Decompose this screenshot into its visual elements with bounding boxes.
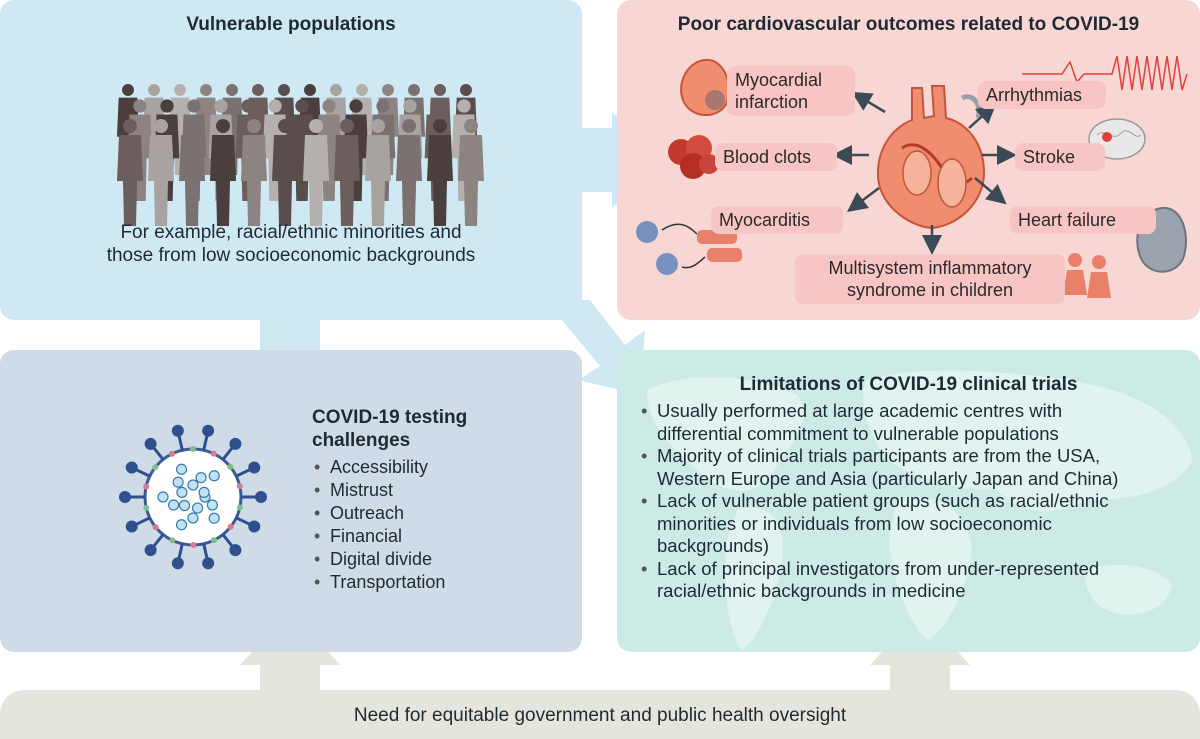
ecg-waveform-icon: [1022, 55, 1188, 91]
limitation-line: Majority of clinical trials participants…: [657, 445, 1101, 466]
arrow-to-heart-failure: [974, 177, 1007, 205]
vulnerable-populations-panel: Vulnerable populations For example, raci…: [0, 0, 582, 320]
outcome-arrows: [832, 91, 1017, 255]
arrow-to-myocarditis: [847, 187, 880, 212]
label-myocarditis: Myocarditis: [711, 206, 843, 234]
mi-line-2: infarction: [735, 92, 809, 112]
arrow-to-arrhythmias: [968, 103, 997, 129]
mis-line-2: syndrome in children: [846, 280, 1014, 300]
challenge-item: Outreach: [312, 502, 445, 525]
mi-line-1: Myocardial: [735, 70, 823, 90]
people-crowd-icon: [116, 84, 484, 226]
description-line-1: For example, racial/ethnic minorities an…: [120, 222, 462, 243]
clinical-trials-panel: Limitations of COVID-19 clinical trials …: [617, 350, 1200, 652]
oversight-text: Need for equitable government and public…: [353, 705, 847, 726]
limitation-line: backgrounds): [657, 535, 770, 556]
blood-clot-icon: [668, 135, 719, 179]
label-blood-clots: Blood clots: [715, 143, 837, 171]
limitation-item: Lack of principal investigators from und…: [639, 558, 1189, 603]
coronavirus-icon: [119, 424, 267, 570]
testing-title-line-1: COVID-19 testing: [312, 407, 468, 428]
testing-challenges-title: COVID-19 testing challenges: [312, 406, 467, 452]
limitation-line: Western Europe and Asia (particularly Ja…: [657, 467, 1119, 489]
vulnerable-populations-description: For example, racial/ethnic minorities an…: [0, 221, 582, 267]
oversight-bar: Need for equitable government and public…: [0, 690, 1200, 739]
label-stroke: Stroke: [1015, 143, 1105, 171]
clinical-trials-list: Usually performed at large academic cent…: [639, 400, 1189, 603]
challenge-item: Transportation: [312, 571, 445, 594]
limitation-line: differential commitment to vulnerable po…: [657, 422, 1059, 444]
mis-line-1: Multisystem inflammatory: [828, 258, 1032, 278]
children-icon: [1063, 253, 1111, 298]
description-line-2: those from low socioeconomic backgrounds: [106, 245, 476, 266]
clinical-trials-title: Limitations of COVID-19 clinical trials: [739, 374, 1078, 395]
heart-anatomy-icon: [876, 85, 986, 230]
vulnerable-populations-title: Vulnerable populations: [186, 14, 396, 35]
limitation-line: Usually performed at large academic cent…: [657, 400, 1063, 421]
challenge-item: Accessibility: [312, 456, 445, 479]
label-multisystem-inflammatory-syndrome: Multisystem inflammatory syndrome in chi…: [795, 254, 1065, 304]
limitation-line: Lack of principal investigators from und…: [657, 557, 1100, 579]
mi-heart-icon: [680, 58, 730, 116]
arrow-to-mi: [851, 91, 886, 114]
testing-challenges-panel: COVID-19 testing challenges Accessibilit…: [0, 350, 582, 652]
limitation-line: Lack of vulnerable patient groups (such …: [657, 490, 1109, 511]
limitation-item: Lack of vulnerable patient groups (such …: [639, 490, 1189, 558]
challenge-item: Financial: [312, 525, 445, 548]
cardiovascular-outcomes-panel: Poor cardiovascular outcomes related to …: [617, 0, 1200, 320]
arrow-oversight-to-testing: [240, 610, 340, 700]
challenge-item: Mistrust: [312, 479, 445, 502]
arrow-oversight-to-trials: [870, 610, 970, 700]
label-myocardial-infarction: Myocardial infarction: [727, 66, 855, 116]
limitation-item: Usually performed at large academic cent…: [639, 400, 1189, 445]
testing-title-line-2: challenges: [312, 430, 411, 451]
cardiovascular-outcomes-title: Poor cardiovascular outcomes related to …: [677, 14, 1140, 35]
limitation-line: minorities or individuals from low socio…: [657, 512, 1052, 534]
limitation-item: Majority of clinical trials participants…: [639, 445, 1189, 490]
label-heart-failure: Heart failure: [1010, 206, 1156, 234]
limitation-line: racial/ethnic backgrounds in medicine: [657, 580, 966, 601]
challenge-item: Digital divide: [312, 548, 445, 571]
testing-challenges-list: Accessibility Mistrust Outreach Financia…: [312, 456, 445, 594]
label-arrhythmias: Arrhythmias: [978, 81, 1106, 109]
